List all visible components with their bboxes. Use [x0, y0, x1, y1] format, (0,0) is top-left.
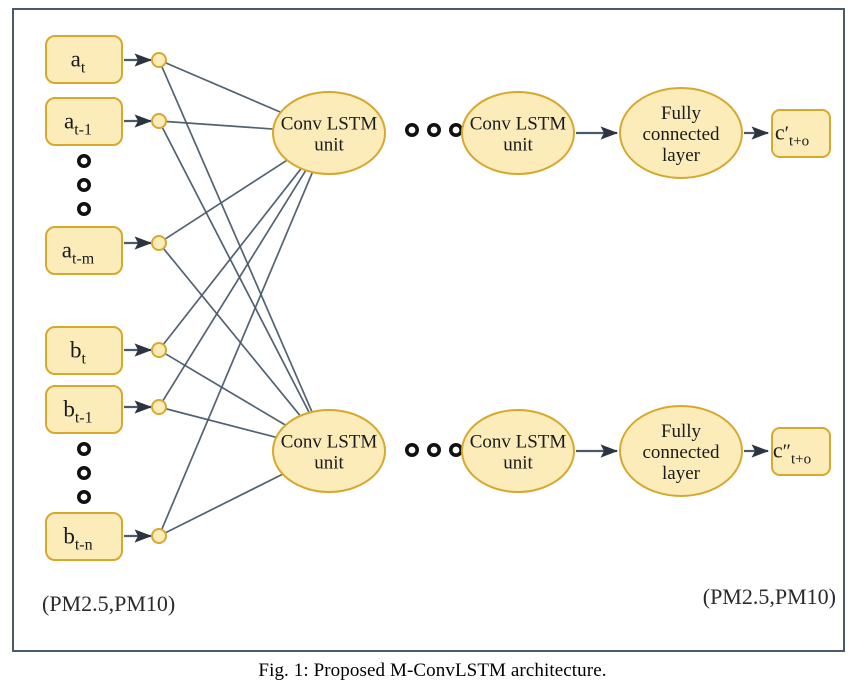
ellipse-label-line: Fully	[661, 103, 702, 124]
series-ellipsis-dot-top-branch-0	[404, 123, 419, 138]
ellipse-shape	[461, 409, 575, 493]
output-box-bottom-branch[interactable]: c″t+o	[771, 427, 831, 476]
ellipse-shape	[619, 87, 743, 179]
output-label: c′t+o	[775, 120, 809, 150]
ellipse-label-line: layer	[662, 463, 701, 484]
ellipse-label-line: Fully	[661, 421, 702, 442]
figure-caption: Fig. 1: Proposed M-ConvLSTM architecture…	[258, 660, 607, 681]
pm-label-input: (PM2.5,PM10)	[42, 591, 175, 616]
ellipse-label-line: unit	[503, 453, 533, 474]
series-ellipsis-dot-bottom-branch-0	[404, 442, 419, 457]
output-box-shape	[771, 427, 831, 476]
edge-node5-to-branch1	[164, 473, 284, 534]
edge-node0-to-branch1	[161, 66, 313, 413]
hidden-node-top-0	[151, 52, 167, 68]
ellipse-label-line: connected	[642, 124, 720, 145]
series-ellipsis-dot-bottom-branch-1	[426, 442, 441, 457]
input-box-b-t-1[interactable]: bt-1	[45, 385, 123, 434]
series-ellipsis-dot-top-branch-2	[448, 123, 463, 138]
pm-label-output: (PM2.5,PM10)	[703, 584, 836, 609]
pm-labels-layer: (PM2.5,PM10) (PM2.5,PM10)	[42, 584, 836, 616]
hidden-node-bottom-0	[151, 342, 167, 358]
edge-node1-to-branch0	[165, 120, 274, 130]
vertical-ellipsis-dot-top-1	[77, 178, 92, 193]
edge-node1-to-branch1	[161, 126, 310, 414]
box-shape	[45, 326, 123, 375]
box-label: bt-1	[63, 397, 92, 427]
input-box-a-t[interactable]: at	[45, 35, 123, 84]
vertical-ellipsis-dot-top-2	[77, 202, 92, 217]
hidden-node-top-2	[151, 235, 167, 251]
input-arrows	[124, 53, 153, 543]
node-circle	[151, 52, 167, 68]
ellipse-shape	[619, 405, 743, 497]
box-shape	[45, 97, 123, 146]
input-box-a-t-1[interactable]: at-1	[45, 97, 123, 146]
node-circle	[151, 399, 167, 415]
output-box-top-branch[interactable]: c′t+o	[771, 109, 831, 158]
node-circle	[151, 342, 167, 358]
input-box-b-t[interactable]: bt	[45, 326, 123, 375]
edge-node2-to-branch0	[164, 159, 288, 240]
vertical-ellipsis-dot-top-0	[77, 154, 92, 169]
edge-node5-to-branch0	[160, 171, 314, 530]
ellipse-label-line: layer	[662, 145, 701, 166]
ellipse-label-line: Conv LSTM	[470, 432, 567, 453]
ellipse-shape	[461, 91, 575, 175]
box-label: bt-n	[63, 524, 92, 554]
vertical-ellipsis-dot-bottom-0	[77, 441, 92, 456]
vertical-ellipsis-dot-bottom-2	[77, 489, 92, 504]
ellipse-label-line: Conv LSTM	[470, 114, 567, 135]
input-box-b-t-n[interactable]: bt-n	[45, 512, 123, 561]
box-label: at	[71, 47, 86, 77]
ellipse-shape	[272, 409, 386, 493]
box-shape	[45, 226, 123, 275]
input-box-a-t-m[interactable]: at-m	[45, 226, 123, 275]
node-circle	[151, 528, 167, 544]
box-shape	[45, 35, 123, 84]
hidden-nodes-layer	[151, 52, 167, 544]
series-ellipsis-dot-bottom-branch-2	[448, 442, 463, 457]
hidden-node-bottom-1	[151, 399, 167, 415]
vertical-ellipsis-dot-bottom-1	[77, 465, 92, 480]
ellipse-label-line: unit	[503, 135, 533, 156]
ellipse-label-line: connected	[642, 442, 720, 463]
box-shape	[45, 512, 123, 561]
box-label: bt	[70, 338, 87, 368]
edge-node3-to-branch1	[164, 352, 286, 426]
ellipse-label-line: unit	[314, 135, 344, 156]
output-label: c″t+o	[773, 438, 811, 468]
output-box-shape	[771, 109, 831, 158]
edge-node4-to-branch0	[161, 169, 307, 402]
ellipse-shape	[272, 91, 386, 175]
input-boxes-layer: at at-1 at-m bt bt-1 bt-n	[45, 35, 123, 561]
node-circle	[151, 113, 167, 129]
node-circle	[151, 235, 167, 251]
hidden-node-bottom-2	[151, 528, 167, 544]
edge-node4-to-branch1	[165, 407, 277, 439]
fully-connected-edges	[160, 61, 314, 534]
hidden-node-top-1	[151, 113, 167, 129]
box-label: at-m	[62, 238, 95, 268]
series-ellipsis-dot-top-branch-1	[426, 123, 441, 138]
edge-node2-to-branch1	[162, 247, 301, 417]
ellipse-label-line: Conv LSTM	[281, 432, 378, 453]
ellipse-label-line: unit	[314, 453, 344, 474]
box-label: at-1	[64, 109, 92, 139]
box-shape	[45, 385, 123, 434]
edge-node0-to-branch0	[165, 61, 282, 114]
ellipse-label-line: Conv LSTM	[281, 114, 378, 135]
edge-node3-to-branch0	[162, 168, 302, 346]
branch-arrows	[576, 126, 770, 458]
